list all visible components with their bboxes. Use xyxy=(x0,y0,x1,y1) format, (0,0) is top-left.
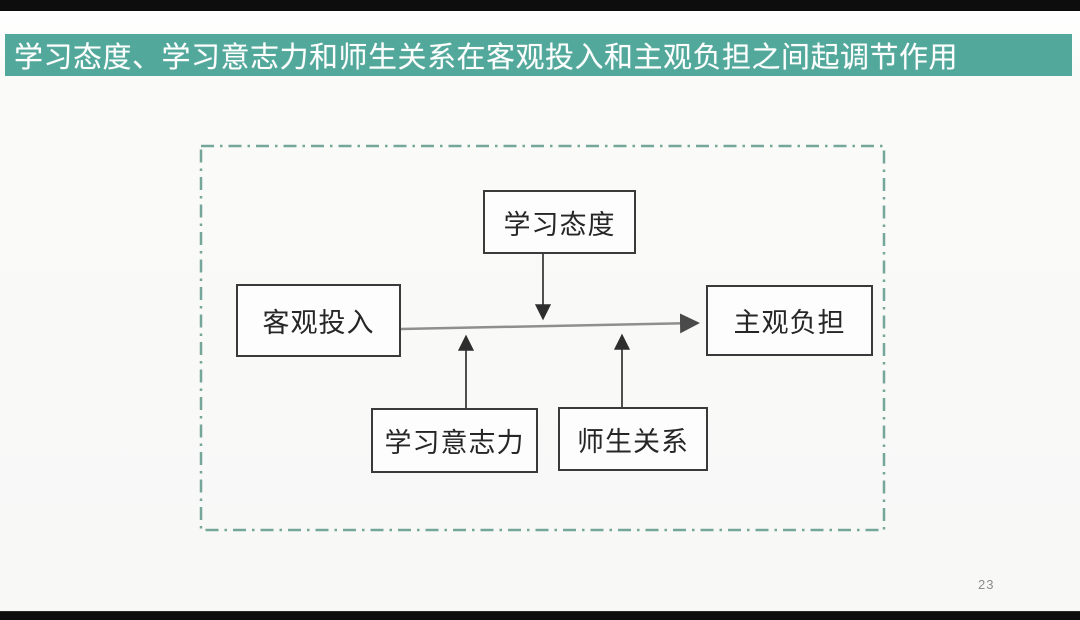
slide-title-text: 学习态度、学习意志力和师生关系在客观投入和主观负担之间起调节作用 xyxy=(14,42,959,74)
node-keguan-touru: 客观投入 xyxy=(236,284,401,357)
node-shisheng-guanxi-label: 师生关系 xyxy=(577,426,689,457)
node-zhuguan-fudan-label: 主观负担 xyxy=(733,308,846,338)
node-xuexi-yizhili: 学习意志力 xyxy=(371,408,538,473)
node-xuexi-taidu-label: 学习态度 xyxy=(503,209,616,240)
slide-title-banner: 学习态度、学习意志力和师生关系在客观投入和主观负担之间起调节作用 xyxy=(5,34,1072,76)
edge-objective-to-subjective-arrow xyxy=(400,313,700,334)
node-keguan-touru-label: 客观投入 xyxy=(262,308,375,338)
page-number: 23 xyxy=(978,577,995,592)
node-zhuguan-fudan: 主观负担 xyxy=(706,285,873,356)
bottom-letterbox-bar xyxy=(0,611,1080,620)
slide-canvas: 学习态度、学习意志力和师生关系在客观投入和主观负担之间起调节作用 学习态度 客观… xyxy=(0,11,1080,611)
diagram-dashed-border xyxy=(199,144,886,532)
node-xuexi-yizhili-label: 学习意志力 xyxy=(384,428,525,458)
top-letterbox-bar xyxy=(0,0,1080,11)
node-shisheng-guanxi: 师生关系 xyxy=(558,407,708,471)
node-xuexi-taidu: 学习态度 xyxy=(483,190,636,254)
